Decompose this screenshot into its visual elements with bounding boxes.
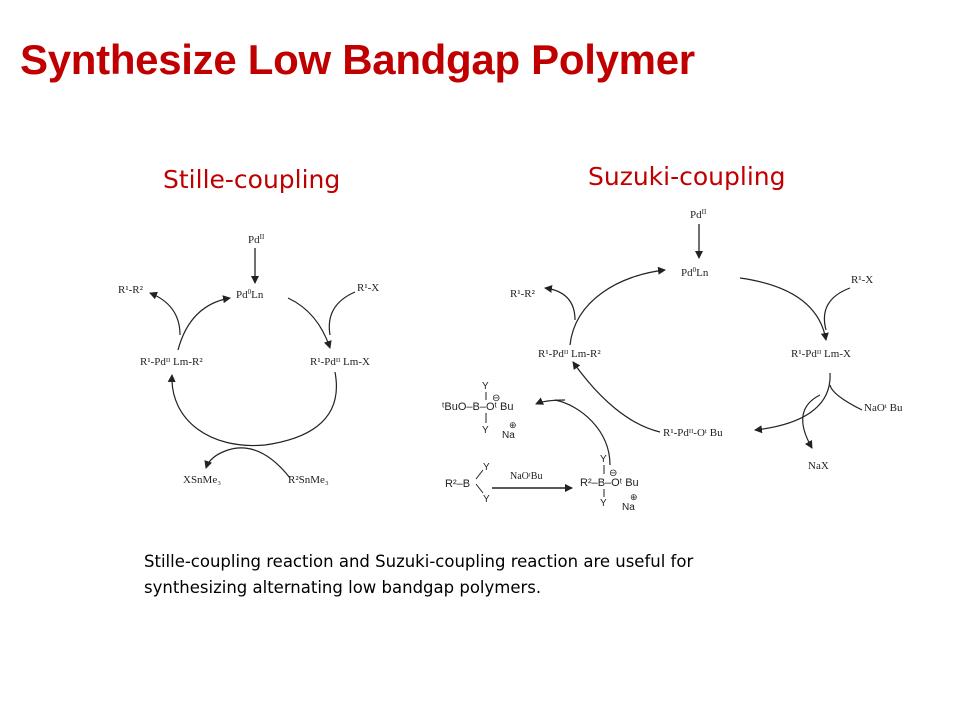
stille-arrow-product [149, 291, 181, 336]
stille-product: R¹-R² [118, 284, 144, 296]
suzuki-arrow-borate-in [554, 399, 611, 466]
suzuki-byproduct-minus: ⊖ [492, 393, 500, 404]
stille-arc-transmetal [167, 371, 337, 447]
suzuki-product: R¹-R² [510, 288, 536, 300]
stille-arrow-tin [204, 447, 291, 479]
suzuki-borate-y-bottom: Y [600, 498, 607, 509]
caption: Stille-coupling reaction and Suzuki-coup… [144, 549, 824, 601]
suzuki-borate-sodium: Na [622, 502, 635, 513]
suzuki-arrow-product [544, 284, 576, 321]
stille-cycle: PdII Pd0Ln R¹-X R¹-R² R¹-Pdᴵᴵ Lm-X R¹-Pd… [118, 233, 379, 486]
suzuki-byproduct-sodium: Na [502, 430, 515, 441]
suzuki-heading: Suzuki-coupling [588, 162, 786, 191]
stille-intermediate-trans: R¹-Pdᴵᴵ Lm-R² [140, 356, 203, 368]
suzuki-borane-bonds [475, 469, 484, 494]
slide-title: Synthesize Low Bandgap Polymer [20, 36, 695, 83]
caption-line-1: Stille-coupling reaction and Suzuki-coup… [144, 552, 694, 571]
suzuki-byproduct-plus: ⊕ [509, 420, 517, 430]
stille-arc-oxidative [287, 297, 332, 349]
suzuki-borate-minus: ⊖ [609, 468, 617, 479]
suzuki-intermediate-ox: R¹-Pdᴵᴵ Lm-X [791, 348, 851, 360]
suzuki-borane-y-bottom: Y [483, 494, 490, 505]
suzuki-arrow-borate-out [535, 397, 566, 405]
suzuki-byproduct-y-top: Y [482, 381, 489, 392]
stille-intermediate-ox: R¹-Pdᴵᴵ Lm-X [310, 356, 370, 368]
suzuki-borate-y-top: Y [600, 454, 607, 465]
suzuki-active-catalyst: Pd0Ln [681, 266, 709, 279]
stille-reagent-halide: R¹-X [357, 282, 379, 294]
stille-tin-byproduct: XSnMe₃ [183, 474, 221, 486]
stille-heading: Stille-coupling [163, 165, 341, 194]
suzuki-reagent-halide: R¹-X [851, 274, 873, 286]
caption-line-2: synthesizing alternating low bandgap pol… [144, 578, 542, 597]
suzuki-intermediate-trans: R¹-Pdᴵᴵ Lm-R² [538, 348, 601, 360]
suzuki-arrow-halide [823, 287, 851, 331]
suzuki-arc-reductive [569, 266, 666, 346]
suzuki-borane-y-top: Y [483, 462, 490, 473]
suzuki-intermediate-alkoxide: R¹-Pdᴵᴵ-Oᵗ Bu [663, 427, 723, 439]
stille-catalyst: PdII [248, 233, 265, 246]
suzuki-arc-metathesis [754, 372, 831, 434]
stille-arc-reductive [177, 295, 231, 351]
suzuki-salt-out: NaX [808, 460, 829, 472]
suzuki-borate-byproduct: ᵗBuO–B–Oᵗ Bu [442, 401, 513, 413]
suzuki-catalyst: PdII [690, 208, 707, 221]
stille-tin-reagent: R²SnMe₃ [288, 474, 329, 486]
suzuki-borane: R²–B [445, 478, 470, 490]
suzuki-borate: R²–B–Oᵗ Bu [580, 477, 639, 489]
suzuki-borate-plus: ⊕ [630, 492, 638, 502]
stille-arrow-halide [328, 291, 356, 336]
stille-active-catalyst: Pd0Ln [236, 288, 264, 301]
suzuki-arrow-salt [802, 394, 821, 449]
suzuki-base-in: NaOᵗ Bu [864, 402, 903, 414]
suzuki-arc-transmetal [572, 361, 661, 433]
suzuki-arc-oxidative [739, 277, 829, 341]
suzuki-arrow-base [829, 384, 863, 411]
suzuki-activation-reagent: NaOᵗBu [510, 471, 542, 482]
suzuki-byproduct-y-bottom: Y [482, 425, 489, 436]
suzuki-cycle: PdII Pd0Ln R¹-X R¹-R² R¹-Pdᴵᴵ Lm-R² R¹-P… [442, 208, 903, 513]
